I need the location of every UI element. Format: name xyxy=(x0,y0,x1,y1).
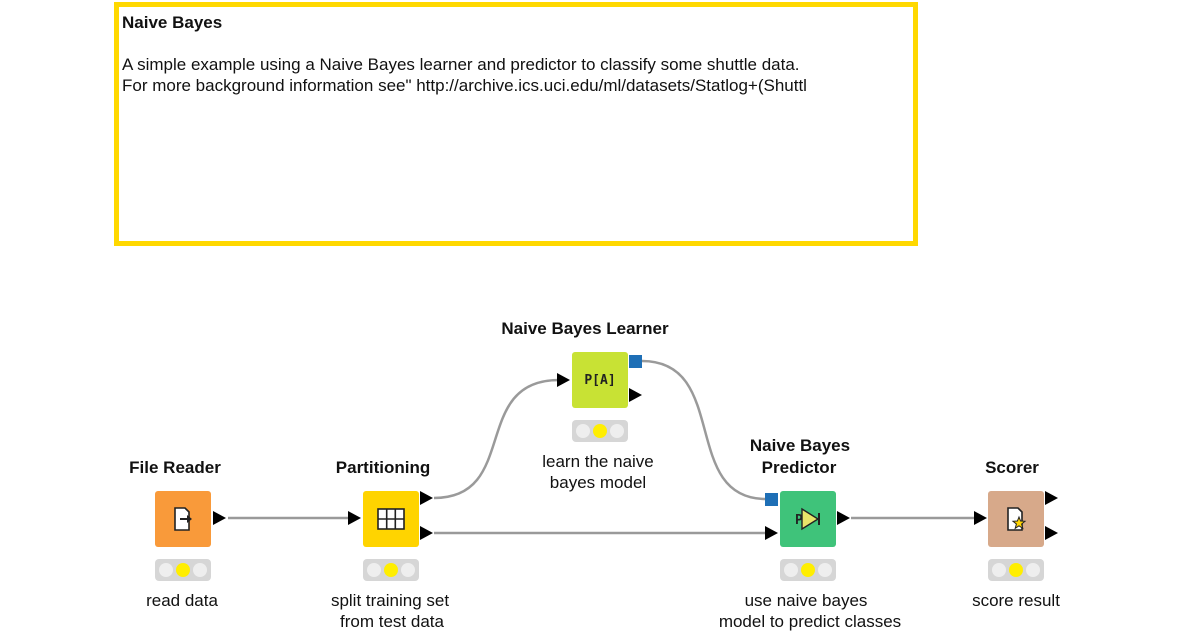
output-port-train[interactable] xyxy=(420,491,433,505)
node-description-line-2[interactable]: model to predict classes xyxy=(718,612,902,631)
node-description-line-2[interactable]: bayes model xyxy=(549,473,647,492)
annotation-title: Naive Bayes xyxy=(122,13,223,32)
output-port-2[interactable] xyxy=(1045,526,1058,540)
annotation-text-line-2: For more background information see" htt… xyxy=(122,76,807,95)
node-title: File Reader xyxy=(129,458,221,477)
partition-grid-icon[interactable] xyxy=(363,491,419,547)
output-port[interactable] xyxy=(629,388,642,402)
output-port-1[interactable] xyxy=(1045,491,1058,505)
connection-partitioning-to-learner[interactable] xyxy=(433,378,560,500)
output-port[interactable] xyxy=(213,511,226,525)
status-traffic-light xyxy=(780,559,836,581)
output-port-test[interactable] xyxy=(420,526,433,540)
model-input-port[interactable] xyxy=(765,493,778,506)
node-title: Naive Bayes Learner xyxy=(501,319,669,338)
input-port[interactable] xyxy=(557,373,570,387)
predictor-icon[interactable]: P xyxy=(780,491,836,547)
input-port[interactable] xyxy=(348,511,361,525)
model-output-port[interactable] xyxy=(629,355,642,368)
status-traffic-light xyxy=(572,420,628,442)
status-traffic-light xyxy=(988,559,1044,581)
node-title: Scorer xyxy=(985,458,1039,477)
node-description-line-2[interactable]: from test data xyxy=(340,612,444,631)
node-description-line-1[interactable]: split training set xyxy=(330,591,450,610)
input-port[interactable] xyxy=(974,511,987,525)
connection-learner-model-to-predictor[interactable] xyxy=(641,359,767,501)
node-description[interactable]: score result xyxy=(972,591,1060,610)
output-port[interactable] xyxy=(837,511,850,525)
file-reader-icon[interactable] xyxy=(155,491,211,547)
node-description-line-1[interactable]: learn the naive xyxy=(542,452,654,471)
learner-icon[interactable]: P[A] xyxy=(572,352,628,408)
input-port[interactable] xyxy=(765,526,778,540)
workflow-annotation[interactable]: Naive Bayes A simple example using a Nai… xyxy=(114,2,918,246)
node-description-line-1[interactable]: use naive bayes xyxy=(744,591,868,610)
node-description[interactable]: read data xyxy=(146,591,218,610)
node-title-line-2: Predictor xyxy=(761,458,837,477)
node-title: Partitioning xyxy=(335,458,431,477)
learner-icon-label: P[A] xyxy=(584,372,616,388)
predictor-icon-label: P xyxy=(795,513,803,528)
scorer-icon[interactable] xyxy=(988,491,1044,547)
annotation-text-line-1: A simple example using a Naive Bayes lea… xyxy=(122,55,800,74)
status-traffic-light xyxy=(363,559,419,581)
status-traffic-light xyxy=(155,559,211,581)
node-title-line-1: Naive Bayes xyxy=(749,436,851,455)
